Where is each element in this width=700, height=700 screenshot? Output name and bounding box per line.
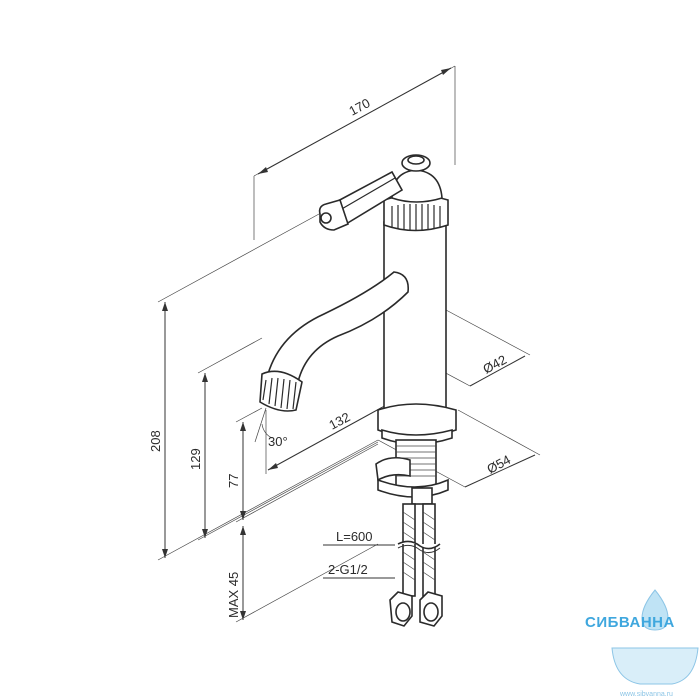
dim-spout-reach: 132 (326, 409, 352, 432)
dim-overall-length: 170 (346, 95, 372, 118)
dim-spout-height: 129 (188, 448, 203, 470)
dimension-labels: 170 208 129 77 MAX 45 132 30° Ø42 Ø54 L=… (148, 95, 513, 618)
supply-hoses (389, 503, 443, 627)
dim-spout-clearance: 77 (226, 474, 241, 488)
dim-max-thickness: MAX 45 (226, 572, 241, 618)
hose-connection-label: 2-G1/2 (328, 562, 368, 577)
dim-spout-angle: 30° (268, 434, 288, 449)
watermark-url: www.sibvanna.ru (619, 691, 673, 698)
water-drop-icon (641, 589, 669, 631)
watermark-brand: СИБВАННА (585, 614, 675, 631)
watermark-logo: СИБВАННА www.sibvanna.ru (585, 589, 699, 698)
bathtub-icon (611, 647, 699, 685)
aerator-knurling (262, 377, 297, 410)
dim-base-diameter: Ø54 (484, 452, 513, 477)
dim-overall-height: 208 (148, 430, 163, 452)
faucet-body (259, 154, 457, 505)
cap-knurling (391, 204, 441, 231)
hose-length-label: L=600 (336, 529, 373, 544)
